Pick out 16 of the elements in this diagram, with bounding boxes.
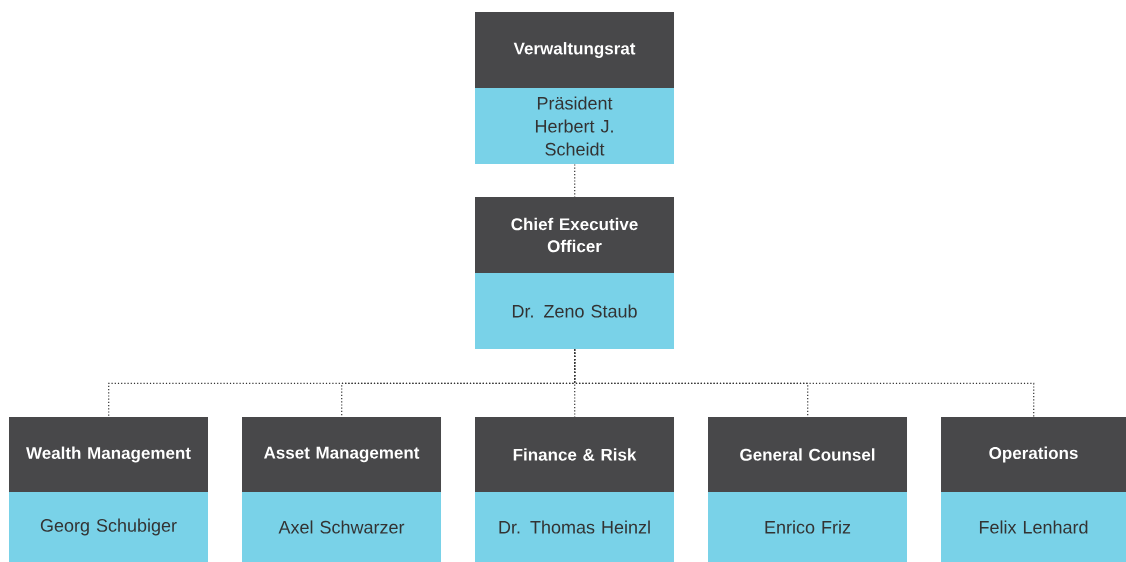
node-label: Dr. Thomas Heinzl	[499, 520, 650, 534]
node-label: Felix Lenhard	[979, 520, 1088, 534]
connector-line	[574, 163, 576, 198]
node-label: Axel Schwarzer	[278, 520, 405, 534]
node-label: Dr. Zeno Staub	[512, 304, 637, 318]
org-box: Operations Felix Lenhard	[941, 417, 1126, 562]
org-box: Verwaltungsrat Präsident Herbert J. Scheidt	[475, 12, 674, 164]
org-box: Finance & Risk Dr. Thomas Heinzl	[475, 417, 674, 562]
org-box: Wealth Management Georg Schubiger	[9, 417, 208, 562]
org-box: Chief Executive Officer Dr. Zeno Staub	[475, 197, 674, 349]
node-label: Georg Schubiger	[40, 518, 177, 536]
org-box: General Counsel Enrico Friz	[708, 417, 907, 562]
connector-line	[574, 348, 1035, 418]
node-label: Präsident Herbert J. Scheidt	[535, 96, 613, 156]
org-box: Asset Management Axel Schwarzer	[242, 417, 441, 562]
node-label: Enrico Friz	[765, 520, 851, 534]
